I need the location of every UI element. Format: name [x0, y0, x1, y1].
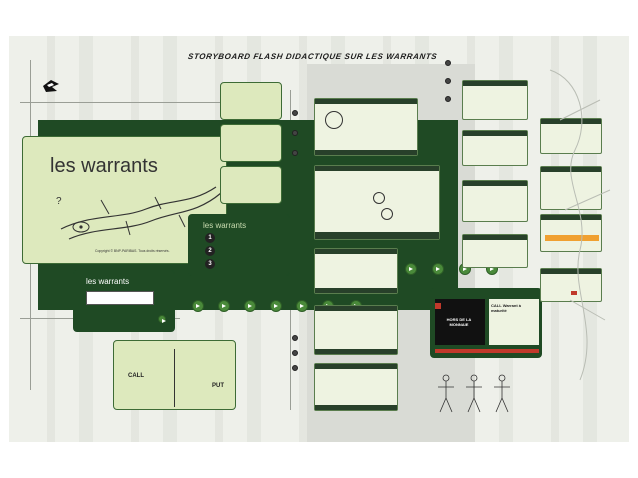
screen-titlebar — [315, 306, 397, 311]
put-label: PUT — [212, 383, 224, 389]
small-panel-next-button[interactable] — [158, 315, 166, 323]
screen-intro[interactable] — [314, 98, 418, 156]
screen-right-1[interactable] — [462, 80, 528, 120]
screen-titlebar — [463, 81, 527, 86]
screen-navbar — [315, 349, 397, 354]
nav-dot[interactable] — [292, 335, 298, 341]
menu-number-1[interactable]: 1 — [205, 233, 215, 243]
screen-titlebar — [541, 269, 601, 274]
hors-monnaie-box — [435, 299, 485, 345]
screen-illustration — [373, 192, 385, 204]
frame-2[interactable] — [220, 124, 282, 162]
small-panel-title: les warrants — [86, 277, 130, 286]
lizard-illustration: ? — [56, 186, 222, 240]
nav-dot[interactable] — [292, 150, 298, 156]
call-warrant-panel: HORS DE LA MONNAIE CALL Warrant à maturi… — [430, 288, 542, 358]
nav-dot[interactable] — [445, 96, 451, 102]
screen-titlebar — [315, 364, 397, 369]
main-title: les warrants — [50, 155, 158, 177]
nav-dot[interactable] — [292, 350, 298, 356]
screen-step-3[interactable] — [314, 305, 398, 355]
screen-right-2[interactable] — [462, 130, 528, 166]
call-label: CALL — [128, 373, 144, 379]
figures-illustration — [438, 374, 510, 413]
flow-step-button[interactable] — [218, 300, 230, 312]
guide-line — [20, 102, 220, 103]
screen-far-4[interactable] — [540, 268, 602, 302]
decorative-lizard-outline — [549, 69, 611, 381]
orange-band — [545, 235, 599, 241]
menu-number-2[interactable]: 2 — [205, 246, 215, 256]
menu-panel-title: les warrants — [203, 221, 247, 230]
screen-titlebar — [463, 181, 527, 186]
screen-far-3[interactable] — [540, 214, 602, 252]
screen-step-4[interactable] — [314, 363, 398, 411]
screen-illustration — [325, 111, 343, 129]
svg-text:?: ? — [56, 196, 62, 207]
screen-main[interactable] — [314, 165, 440, 240]
screen-titlebar — [315, 166, 439, 171]
nav-dot[interactable] — [292, 365, 298, 371]
flow-step-button[interactable] — [432, 263, 444, 275]
screen-illustration — [381, 208, 393, 220]
nav-dot[interactable] — [292, 110, 298, 116]
screen-far-1[interactable] — [540, 118, 602, 154]
storyboard-title: STORYBOARD FLASH DIDACTIQUE SUR LES WARR… — [187, 52, 438, 61]
screen-navbar — [315, 288, 397, 293]
menu-panel: les warrants 1 2 3 — [188, 214, 290, 276]
screen-right-3[interactable] — [462, 180, 528, 222]
flow-step-button[interactable] — [405, 263, 417, 275]
flow-step-button[interactable] — [192, 300, 204, 312]
flow-step-button[interactable] — [270, 300, 282, 312]
nav-dot[interactable] — [445, 60, 451, 66]
screen-titlebar — [541, 119, 601, 124]
screen-titlebar — [315, 99, 417, 104]
copyright-text: Copyright © BNP-PARIBAS. Tous droits rés… — [95, 249, 170, 253]
nav-dot[interactable] — [445, 78, 451, 84]
frame-1[interactable] — [220, 82, 282, 120]
frame-3[interactable] — [220, 166, 282, 204]
call-warrant-label: CALL Warrant à maturité — [491, 303, 522, 313]
screen-titlebar — [541, 215, 601, 220]
screen-step-2[interactable] — [314, 248, 398, 294]
hors-label: HORS DE LA MONNAIE — [446, 317, 472, 327]
flow-step-button[interactable] — [244, 300, 256, 312]
footer-bar — [435, 349, 539, 353]
accent-square — [571, 291, 577, 295]
screen-titlebar — [463, 235, 527, 240]
nav-dot[interactable] — [292, 130, 298, 136]
accent-square — [435, 303, 441, 309]
screen-navbar — [315, 232, 439, 239]
screen-navbar — [315, 405, 397, 410]
screen-titlebar — [315, 249, 397, 254]
call-warrant-box — [489, 299, 539, 345]
flow-step-button[interactable] — [296, 300, 308, 312]
divider — [174, 349, 175, 407]
menu-number-3[interactable]: 3 — [205, 259, 215, 269]
screen-titlebar — [463, 131, 527, 136]
small-panel-textbox — [86, 291, 154, 305]
screen-right-4[interactable] — [462, 234, 528, 268]
bnp-logo-icon — [43, 80, 59, 92]
call-put-panel: CALL PUT — [113, 340, 236, 410]
small-warrants-panel: les warrants — [73, 270, 175, 332]
screen-navbar — [315, 150, 417, 155]
